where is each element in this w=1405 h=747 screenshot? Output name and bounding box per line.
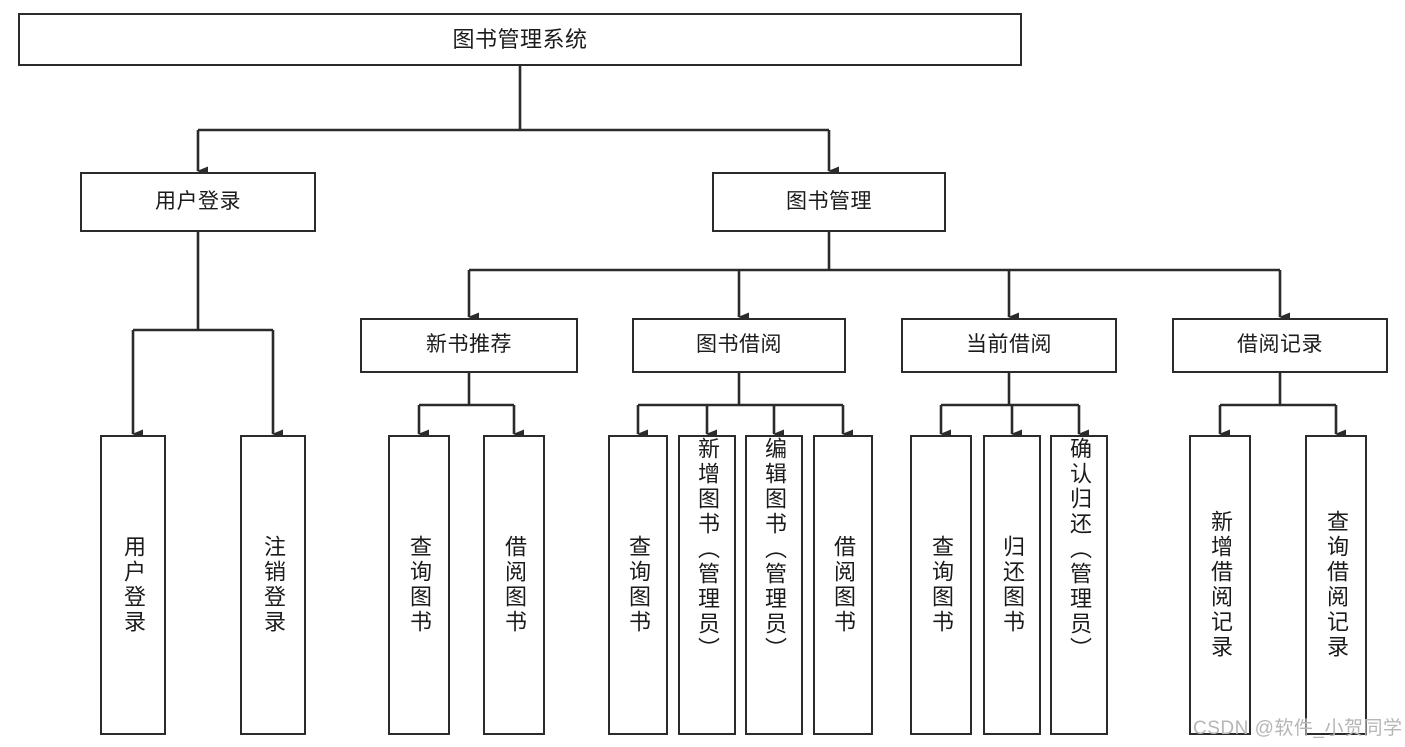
- node-user-login[interactable]: 用户登录: [80, 172, 316, 232]
- node-leaf-add-record-label: 新增借阅记录: [1208, 510, 1233, 660]
- node-leaf-query-record-label: 查询借阅记录: [1324, 510, 1349, 660]
- node-book-borrow[interactable]: 图书借阅: [632, 318, 846, 373]
- node-leaf-user-login-label: 用户登录: [121, 535, 146, 635]
- node-leaf-add-book[interactable]: 新增图书（管理员）: [678, 435, 736, 735]
- node-leaf-query-book-1-label: 查询图书: [407, 535, 432, 635]
- node-leaf-return-book[interactable]: 归还图书: [983, 435, 1041, 735]
- node-leaf-query-book-3[interactable]: 查询图书: [910, 435, 972, 735]
- node-leaf-add-book-label: 新增图书（管理员）: [695, 437, 720, 662]
- node-leaf-borrow-book-1-label: 借阅图书: [502, 535, 527, 635]
- node-leaf-confirm-return[interactable]: 确认归还（管理员）: [1050, 435, 1108, 735]
- node-leaf-user-login[interactable]: 用户登录: [100, 435, 166, 735]
- node-leaf-confirm-return-label: 确认归还（管理员）: [1067, 437, 1092, 662]
- node-book-manage[interactable]: 图书管理: [712, 172, 946, 232]
- node-root-label: 图书管理系统: [452, 26, 588, 52]
- csdn-watermark: CSDN @软件_小贺同学: [1193, 718, 1403, 739]
- node-user-login-label: 用户登录: [155, 189, 241, 213]
- node-new-book-recommend-label: 新书推荐: [426, 333, 512, 357]
- node-leaf-add-record[interactable]: 新增借阅记录: [1189, 435, 1251, 735]
- node-current-borrow[interactable]: 当前借阅: [901, 318, 1117, 373]
- node-book-borrow-label: 图书借阅: [696, 333, 782, 357]
- node-leaf-query-book-1[interactable]: 查询图书: [388, 435, 450, 735]
- node-leaf-borrow-book-1[interactable]: 借阅图书: [483, 435, 545, 735]
- node-leaf-edit-book-label: 编辑图书（管理员）: [762, 437, 787, 662]
- node-leaf-borrow-book-2[interactable]: 借阅图书: [813, 435, 873, 735]
- node-leaf-query-record[interactable]: 查询借阅记录: [1305, 435, 1367, 735]
- node-leaf-user-logout[interactable]: 注销登录: [240, 435, 306, 735]
- node-borrow-record[interactable]: 借阅记录: [1172, 318, 1388, 373]
- node-borrow-record-label: 借阅记录: [1237, 333, 1323, 357]
- node-book-manage-label: 图书管理: [786, 189, 872, 213]
- node-leaf-query-book-2-label: 查询图书: [626, 535, 651, 635]
- node-leaf-query-book-3-label: 查询图书: [929, 535, 954, 635]
- node-root[interactable]: 图书管理系统: [18, 13, 1022, 66]
- node-current-borrow-label: 当前借阅: [966, 333, 1052, 357]
- node-new-book-recommend[interactable]: 新书推荐: [360, 318, 578, 373]
- node-leaf-query-book-2[interactable]: 查询图书: [608, 435, 668, 735]
- node-leaf-user-logout-label: 注销登录: [261, 535, 286, 635]
- node-leaf-edit-book[interactable]: 编辑图书（管理员）: [745, 435, 803, 735]
- node-leaf-borrow-book-2-label: 借阅图书: [831, 535, 856, 635]
- node-leaf-return-book-label: 归还图书: [1000, 535, 1025, 635]
